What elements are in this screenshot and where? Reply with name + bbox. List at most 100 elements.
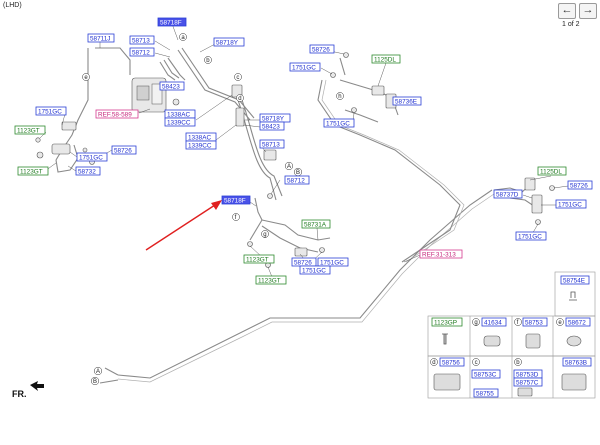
svg-text:c: c — [236, 75, 239, 81]
part-label[interactable]: 58726 — [291, 257, 317, 267]
svg-text:41634: 41634 — [484, 319, 502, 326]
svg-text:1751GC: 1751GC — [302, 267, 326, 274]
svg-text:58736E: 58736E — [395, 98, 417, 105]
part-label[interactable]: 1338AC — [164, 109, 196, 119]
svg-text:1751GC: 1751GC — [518, 233, 542, 240]
part-label[interactable]: 58726 — [567, 180, 593, 190]
svg-text:1751GC: 1751GC — [38, 108, 62, 115]
callout-h: h — [336, 92, 344, 100]
callout-A-bottom: A — [93, 366, 103, 375]
svg-text:58672: 58672 — [568, 319, 586, 326]
part-label[interactable]: 1123GT — [243, 254, 275, 264]
svg-text:b: b — [206, 58, 210, 64]
part-label[interactable]: 58712 — [129, 47, 155, 57]
part-label[interactable]: 58731A — [301, 219, 331, 229]
part-label[interactable]: 58726 — [111, 145, 137, 155]
svg-text:h: h — [338, 94, 341, 100]
bracket-icon — [525, 333, 541, 349]
part-label[interactable]: 58718Y — [213, 37, 245, 47]
holder-block-icon — [561, 373, 587, 391]
legend-cell[interactable]: 1123GP — [431, 317, 463, 345]
part-label[interactable]: 1751GC — [76, 152, 108, 162]
svg-text:58423: 58423 — [162, 83, 180, 90]
part-label[interactable]: 58712 — [284, 175, 310, 185]
part-label[interactable]: 1123GT — [14, 125, 46, 135]
part-label[interactable]: 1751GC — [299, 265, 331, 275]
part-labels: 58711J 58713 58712 58718Y 58718F 58423 R… — [14, 17, 593, 285]
letter-callouts: a b c d e f g h A B A B — [82, 33, 344, 385]
svg-text:A: A — [96, 369, 100, 375]
svg-text:B: B — [296, 170, 300, 176]
part-label[interactable]: 1751GC — [515, 231, 547, 241]
part-label-highlighted[interactable]: 58718F — [157, 17, 187, 27]
part-label[interactable]: 1125DL — [537, 166, 567, 176]
part-label[interactable]: 58423 — [259, 121, 285, 131]
legend-cell[interactable]: d 58756 — [430, 357, 465, 391]
part-label[interactable]: 1125DL — [371, 54, 401, 64]
bolt-icon — [442, 333, 448, 345]
ref-label[interactable]: REF.31-313 — [419, 249, 463, 259]
abs-hydraulic-unit — [131, 57, 186, 113]
svg-text:1751GC: 1751GC — [326, 120, 350, 127]
svg-text:B: B — [93, 379, 97, 385]
callout-c: c — [234, 73, 242, 81]
clip-icon — [517, 387, 533, 397]
front-orientation-mark: FR. — [12, 381, 44, 399]
svg-text:1751GC: 1751GC — [292, 64, 316, 71]
part-label[interactable]: 58713 — [259, 139, 285, 149]
legend-cell[interactable]: e 58672 — [556, 317, 591, 347]
part-label[interactable]: 58736E — [392, 96, 422, 106]
svg-text:1123GT: 1123GT — [246, 256, 269, 263]
svg-text:c: c — [475, 360, 478, 366]
part-label-highlighted[interactable]: 58718F — [221, 195, 251, 205]
svg-text:1123GT: 1123GT — [20, 168, 43, 175]
part-label[interactable]: 58732 — [75, 166, 101, 176]
svg-text:1123GT: 1123GT — [258, 277, 281, 284]
legend-cell[interactable]: f 58753 — [514, 317, 548, 349]
svg-text:f: f — [235, 215, 237, 221]
part-label[interactable]: 1123GT — [17, 166, 49, 176]
grommet-icon — [483, 335, 501, 347]
part-label[interactable]: 1123GT — [255, 275, 287, 285]
part-label[interactable]: 1751GC — [555, 199, 587, 209]
svg-text:d: d — [238, 96, 241, 102]
callout-g: g — [261, 230, 269, 238]
svg-text:f: f — [517, 320, 519, 326]
part-label[interactable]: 1751GC — [289, 62, 321, 72]
hand-drive-mode: (LHD) — [3, 2, 22, 9]
clip-ring-icon — [566, 335, 582, 347]
legend-row-1: 1123GP g 41634 f 58753 e 58672 — [431, 317, 591, 349]
part-label[interactable]: 1338AC — [185, 132, 217, 142]
legend-cell[interactable]: c 58753C 58755 — [471, 358, 501, 398]
svg-text:1751GC: 1751GC — [558, 201, 582, 208]
svg-text:g: g — [474, 320, 477, 326]
part-label[interactable]: 1339CC — [185, 140, 217, 150]
legend-cell[interactable]: g 41634 — [472, 317, 507, 347]
part-label[interactable]: 1339CC — [164, 117, 196, 127]
svg-text:58726: 58726 — [312, 46, 330, 53]
legend-cell[interactable]: b 58753D 58757C — [513, 358, 543, 397]
part-label[interactable]: 58423 — [159, 81, 185, 91]
part-label[interactable]: 58718Y — [259, 113, 291, 123]
ref-label[interactable]: REF.58-589 — [95, 109, 139, 119]
svg-text:58712: 58712 — [287, 177, 305, 184]
part-label[interactable]: 58713 — [129, 35, 155, 45]
svg-text:58737D: 58737D — [496, 191, 519, 198]
svg-text:REF.58-589: REF.58-589 — [98, 111, 132, 118]
part-label[interactable]: 1751GC — [35, 106, 67, 116]
svg-text:58718Y: 58718Y — [216, 39, 239, 46]
part-label[interactable]: 1751GC — [323, 118, 355, 128]
next-page-button[interactable]: → — [579, 3, 597, 19]
legend-cell[interactable]: 58763B — [561, 357, 592, 391]
part-label[interactable]: 58726 — [309, 44, 335, 54]
page-indicator: 1 of 2 — [562, 21, 580, 28]
part-label[interactable]: 58711J — [87, 33, 115, 43]
svg-text:58753C: 58753C — [474, 371, 497, 378]
part-label[interactable]: 1751GC — [317, 257, 349, 267]
part-label[interactable]: 58737D — [493, 189, 523, 199]
svg-text:58756: 58756 — [442, 359, 460, 366]
prev-page-button[interactable]: ← — [558, 3, 576, 19]
red-pointer-arrow — [145, 200, 222, 251]
legend-header-cell[interactable]: 58754E — [560, 275, 590, 301]
